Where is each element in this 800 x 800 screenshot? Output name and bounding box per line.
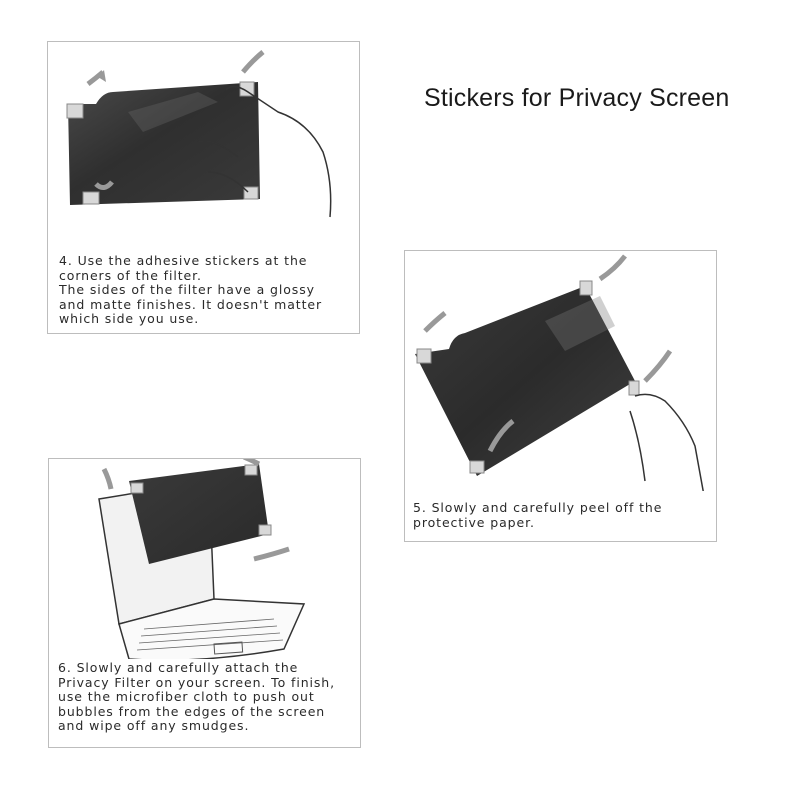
privacy-filter-sheet [129, 464, 269, 564]
arrow-icon [243, 459, 261, 467]
corner-sticker [82, 191, 100, 205]
arrow-icon [423, 311, 447, 333]
arrow-icon [253, 546, 290, 562]
step-5-caption: 5. Slowly and carefully peel off the pro… [413, 500, 663, 530]
step-4-panel: 4. Use the adhesive stickers at the corn… [47, 41, 360, 334]
keyboard [136, 618, 284, 651]
corner-sticker [579, 280, 593, 296]
step-4-illustration [66, 50, 332, 218]
corner-sticker [628, 380, 640, 396]
corner-sticker [66, 103, 84, 119]
corner-sticker [243, 186, 259, 200]
privacy-filter-sheet [415, 286, 635, 476]
hand-outline [197, 85, 332, 218]
privacy-filter-sheet [68, 82, 260, 205]
corner-sticker [239, 81, 255, 97]
arrow-icon [598, 254, 627, 282]
arrow-icon [101, 467, 114, 490]
arrow-icon [487, 419, 515, 453]
arrow-icon [98, 70, 106, 82]
corner-sticker [258, 524, 272, 536]
corner-sticker [469, 460, 485, 474]
laptop-base [118, 598, 306, 659]
corner-sticker [244, 464, 258, 476]
step-4-caption: 4. Use the adhesive stickers at the corn… [59, 253, 322, 326]
corner-sticker [416, 348, 432, 364]
step-5-illustration [415, 254, 704, 491]
arrow-icon [94, 180, 114, 190]
step-5-panel: 5. Slowly and carefully peel off the pro… [404, 250, 717, 542]
touchpad [213, 641, 244, 655]
step-6-caption: 6. Slowly and carefully attach the Priva… [58, 660, 335, 733]
step-6-panel: 6. Slowly and carefully attach the Priva… [48, 458, 361, 748]
hand-outline [629, 393, 704, 491]
arrow-icon [643, 349, 673, 383]
step-6-illustration [98, 459, 306, 659]
arrow-icon [241, 50, 265, 74]
page-title: Stickers for Privacy Screen [424, 84, 730, 112]
corner-sticker [130, 482, 144, 494]
